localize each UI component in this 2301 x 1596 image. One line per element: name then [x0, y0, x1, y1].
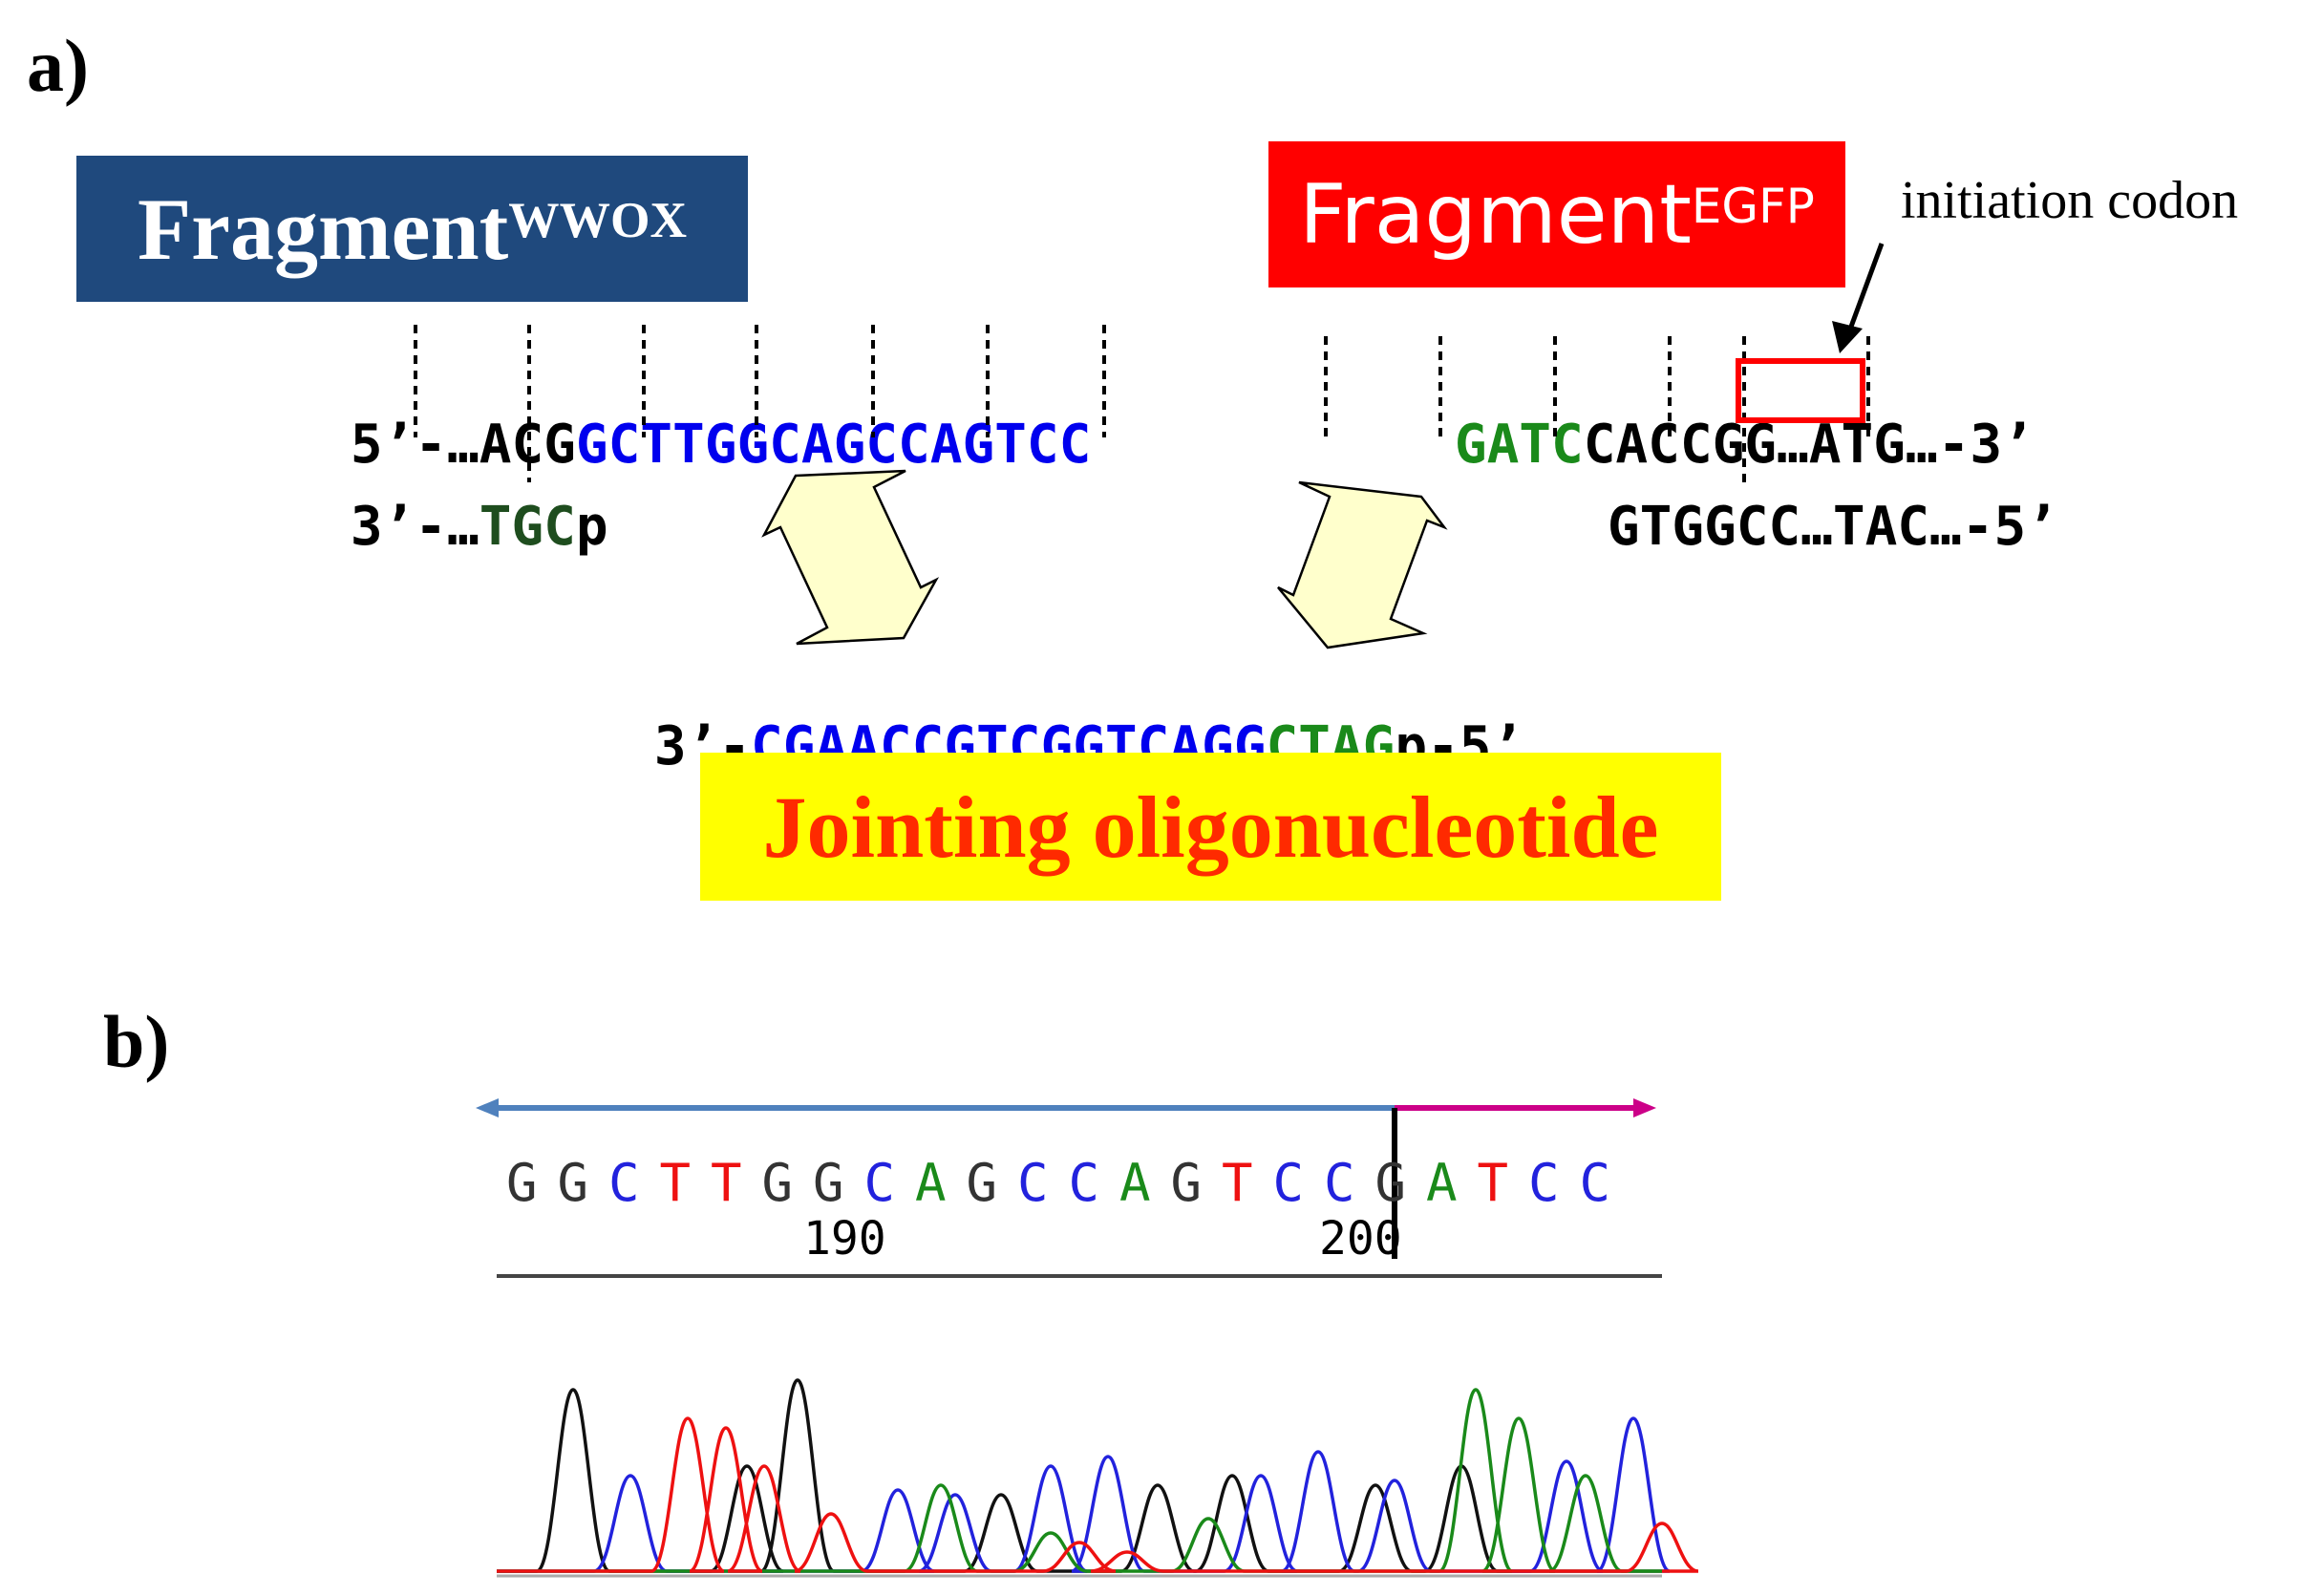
- initiation-codon-label: initiation codon: [1901, 171, 2239, 230]
- base-call: C: [1068, 1153, 1100, 1213]
- fragment-wwox-superscript: WWOX: [508, 190, 688, 248]
- wwox-top-cg: CG: [511, 414, 576, 476]
- panel-a-label: a): [27, 24, 89, 107]
- base-call: G: [506, 1153, 538, 1213]
- atg-highlight-box: [1736, 358, 1865, 423]
- fragment-egfp-superscript: EGFP: [1691, 178, 1815, 234]
- fragment-egfp-text: Fragment: [1299, 166, 1692, 263]
- panel-b-label: b): [103, 1000, 170, 1083]
- base-call: C: [1272, 1153, 1305, 1213]
- egfp-top-atg: ATG: [1808, 414, 1906, 476]
- base-call: C: [1017, 1153, 1049, 1213]
- wwox-region-arrowhead: [476, 1098, 499, 1117]
- egfp-top-gatc: GATC: [1454, 414, 1584, 476]
- jointing-oligo-box: Jointing oligonucleotide: [700, 753, 1721, 901]
- wwox-bottom-phosphate: p: [575, 496, 608, 558]
- egfp-top-cacc: CACCGG…: [1583, 414, 1809, 476]
- base-call: C: [1528, 1153, 1560, 1213]
- base-call: T: [711, 1153, 742, 1213]
- wwox-bottom-strand: 3’-…TGCp: [222, 447, 608, 607]
- base-call: G: [1374, 1153, 1407, 1213]
- tick-190: 190: [803, 1212, 886, 1266]
- initiation-codon-arrowhead: [1832, 321, 1863, 353]
- egfp-codon-dividers: [1324, 336, 1870, 482]
- jointing-oligo-label: Jointing oligonucleotide: [762, 777, 1659, 876]
- base-call: G: [761, 1153, 794, 1213]
- base-call: G: [966, 1153, 998, 1213]
- double-arrow-left: [761, 469, 940, 646]
- base-call: C: [863, 1153, 896, 1213]
- trace-2222dd: [497, 1416, 1671, 1573]
- base-call: A: [1426, 1153, 1458, 1213]
- egfp-bottom-text: GTGGCC…TAC…-5’: [1607, 496, 2058, 558]
- base-call: C: [1324, 1153, 1355, 1213]
- trace-ee1111: [497, 1416, 1699, 1573]
- base-call: A: [1119, 1153, 1151, 1213]
- egfp-region-arrowhead: [1633, 1098, 1656, 1117]
- wwox-codon-dividers: [414, 325, 1106, 482]
- wwox-top-overlap: GCTTGGCAGCCAGTCC: [575, 414, 1092, 476]
- double-arrow-right: [1277, 480, 1448, 649]
- initiation-codon-arrow-line: [1848, 243, 1885, 328]
- trace-111111: [497, 1378, 1662, 1573]
- egfp-top-suffix: …-3’: [1905, 414, 2035, 476]
- chromatogram-traces: [497, 1378, 1699, 1573]
- egfp-bottom-strand: GTGGCC…TAC…-5’: [1479, 447, 2058, 607]
- base-call: T: [659, 1153, 692, 1213]
- base-call: C: [1579, 1153, 1611, 1213]
- wwox-top-strand: 5’-…ACGGCTTGGCAGCCAGTCC: [222, 365, 1091, 525]
- base-call: G: [1170, 1153, 1203, 1213]
- base-call: T: [1477, 1153, 1509, 1213]
- base-call: C: [608, 1153, 640, 1213]
- wwox-top-prefix: 5’-…A: [350, 414, 512, 476]
- fragment-wwox-text: Fragment: [137, 180, 509, 278]
- base-call: T: [1222, 1153, 1253, 1213]
- tick-200: 200: [1319, 1212, 1402, 1266]
- base-call: G: [813, 1153, 844, 1213]
- base-call: A: [915, 1153, 947, 1213]
- base-call: G: [557, 1153, 589, 1213]
- egfp-top-strand: GATCCACCGG…ATG…-3’: [1326, 365, 2035, 525]
- wwox-bottom-prefix: 3’-…: [350, 496, 479, 558]
- wwox-bottom-tgc: TGC: [479, 496, 576, 558]
